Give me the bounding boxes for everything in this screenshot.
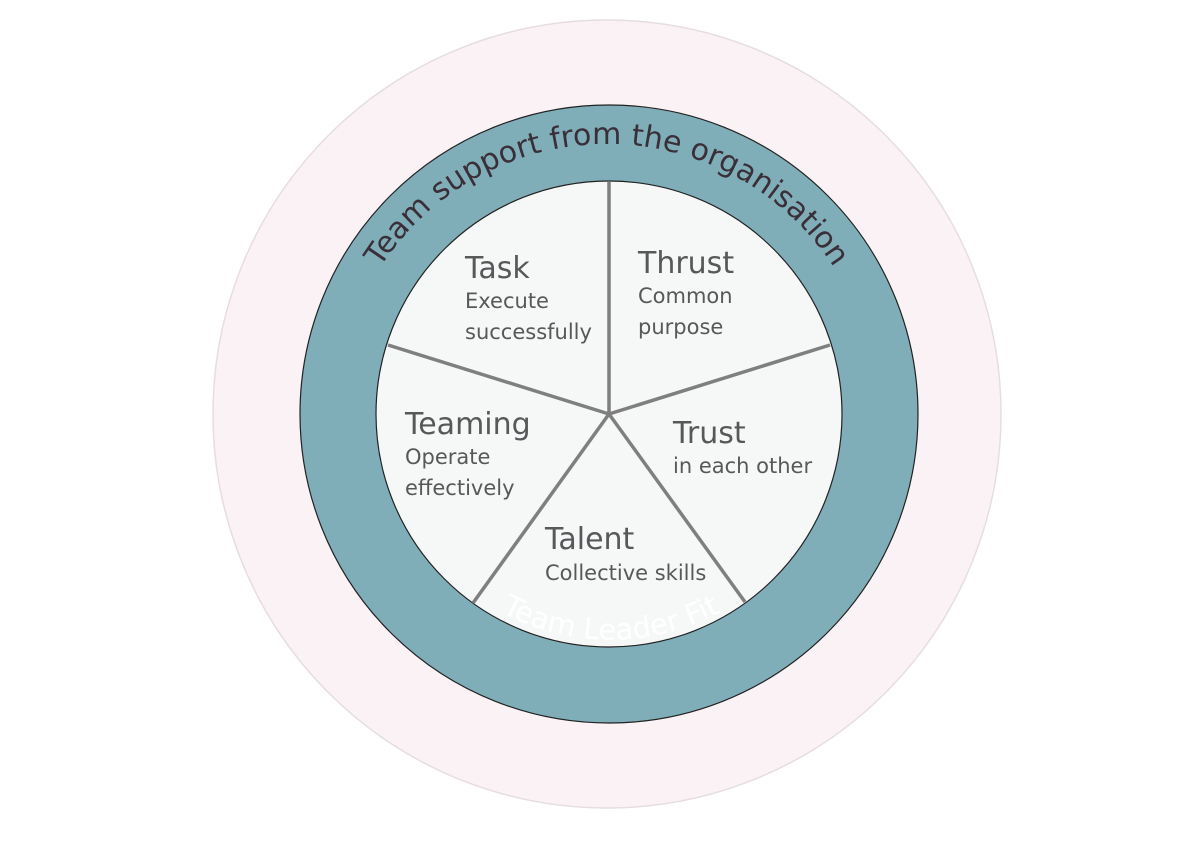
segment-trust: Trust in each other	[672, 416, 812, 478]
segment-teaming-subtitle-2: effectively	[405, 476, 515, 500]
segment-teaming: Teaming Operate effectively	[404, 407, 531, 500]
segment-thrust-title: Thrust	[637, 246, 734, 281]
segment-talent: Talent Collective skills	[544, 522, 706, 585]
segment-task-title: Task	[464, 251, 530, 286]
segment-thrust: Thrust Common purpose	[637, 246, 734, 339]
segment-talent-subtitle-1: Collective skills	[545, 561, 706, 585]
segment-thrust-subtitle-2: purpose	[638, 315, 723, 339]
segment-trust-title: Trust	[672, 416, 746, 451]
segment-talent-title: Talent	[544, 522, 635, 557]
segment-dividers	[387, 182, 831, 605]
segment-task: Task Execute successfully	[464, 251, 592, 344]
divider-lower-left	[471, 412, 611, 605]
divider-lower-right	[607, 412, 747, 604]
segment-trust-subtitle-1: in each other	[673, 454, 812, 478]
segment-thrust-subtitle-1: Common	[638, 284, 733, 308]
segment-task-subtitle-1: Execute	[465, 289, 549, 313]
segment-teaming-subtitle-1: Operate	[405, 445, 490, 469]
divider-upper-left	[387, 343, 610, 416]
segment-teaming-title: Teaming	[404, 407, 531, 442]
segment-task-subtitle-2: successfully	[465, 320, 592, 344]
divider-upper-right	[608, 343, 831, 416]
